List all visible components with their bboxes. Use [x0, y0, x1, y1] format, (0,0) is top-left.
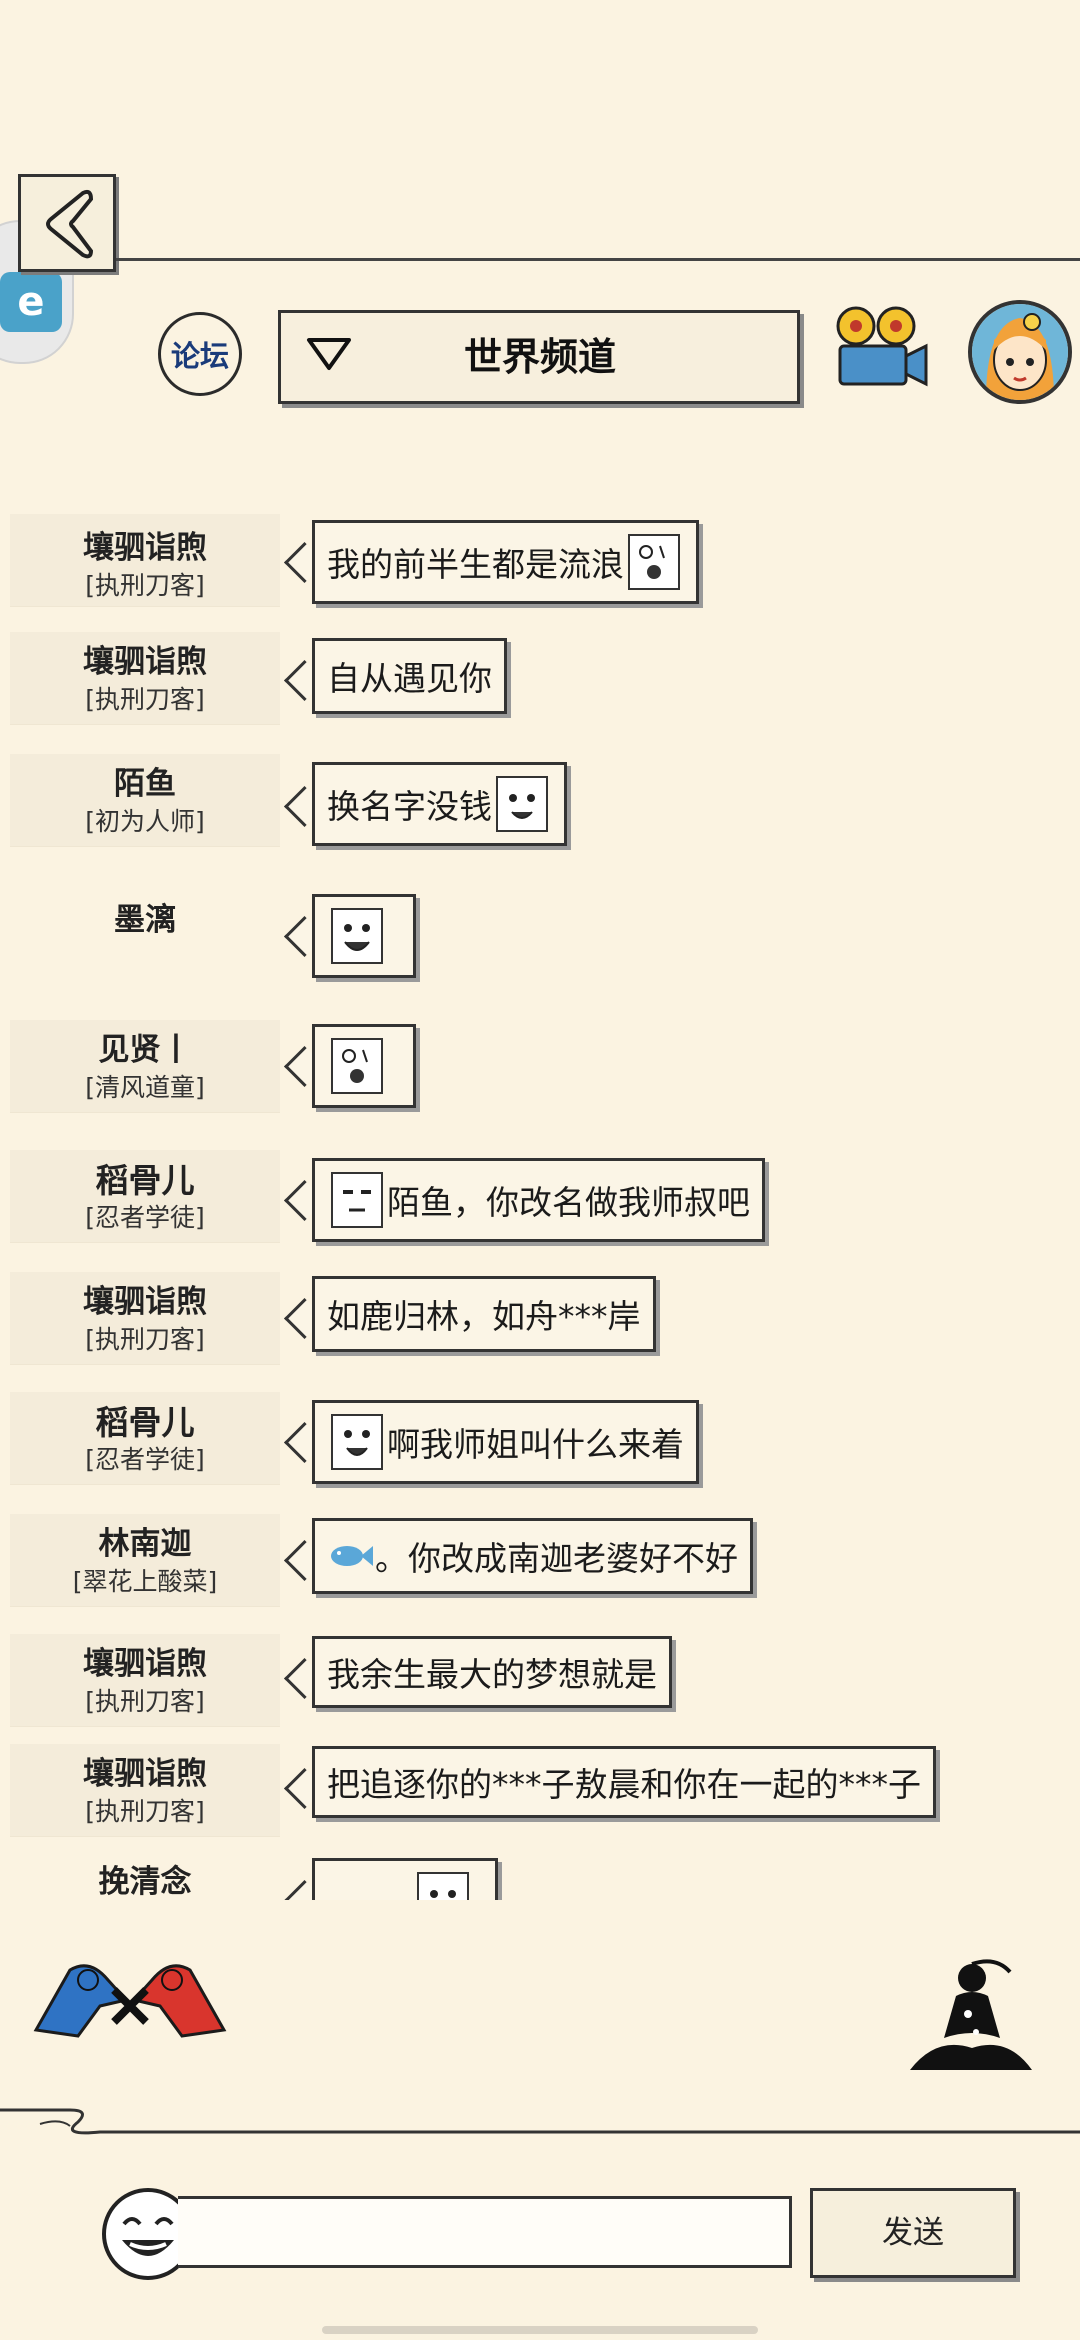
forum-label: 论坛: [170, 339, 229, 373]
message-text: 啊我师姐叫什么来着: [387, 1425, 684, 1464]
message-text: 自从遇见你: [327, 659, 492, 698]
emoji-sticker-icon: [496, 776, 548, 832]
chat-message-list[interactable]: 壤驷诣煦 [执刑刀客] 我的前半生都是流浪 壤驷诣煦 [执刑刀客] 自从遇见你 …: [0, 510, 1080, 1900]
emoji-sticker-icon: [331, 1414, 383, 1470]
message-bubble[interactable]: 自从遇见你: [312, 638, 507, 714]
sender-card[interactable]: 壤驷诣煦 [执刑刀客]: [10, 1272, 280, 1364]
sender-card[interactable]: 陌鱼 [初为人师]: [10, 754, 280, 846]
sender-name: 壤驷诣煦: [83, 1284, 207, 1320]
message-text: 如鹿归林，如舟***岸: [327, 1297, 641, 1336]
emoji-sticker-icon: [331, 1172, 383, 1228]
sender-name: 稻骨儿: [95, 1161, 195, 1200]
sender-name: 壤驷诣煦: [83, 1756, 207, 1792]
message-text: 我的前半生都是流浪: [327, 545, 624, 584]
emoji-sticker-icon: [331, 1038, 383, 1094]
sender-name: 壤驷诣煦: [83, 644, 207, 680]
forum-button[interactable]: 论坛: [158, 312, 242, 396]
emoji-sticker-icon: [331, 908, 383, 964]
message-bubble[interactable]: [312, 894, 416, 978]
message-bubble[interactable]: 。你改成南迦老婆好不好: [312, 1518, 753, 1594]
ninja-duel-logo-icon[interactable]: [30, 1950, 230, 2046]
message-text: 把追逐你的***子敖晨和你在一起的***子: [327, 1765, 921, 1804]
sender-name[interactable]: 挽清念: [98, 1864, 192, 1900]
message-bubble[interactable]: 如鹿归林，如舟***岸: [312, 1276, 656, 1352]
message-text: 我余生最大的梦想就是: [327, 1655, 657, 1694]
message-text: 陌鱼，你改名做我师叔吧: [387, 1183, 750, 1222]
sender-card[interactable]: 壤驷诣煦 [执刑刀客]: [10, 632, 280, 724]
message-text: 。你改成南迦老婆好不好: [375, 1539, 738, 1578]
sender-card[interactable]: 稻骨儿 [忍者学徒]: [10, 1392, 280, 1484]
message-bubble[interactable]: [312, 1858, 498, 1900]
sender-title: [执刑刀客]: [85, 1797, 205, 1826]
ink-divider: [0, 2108, 1080, 2135]
channel-selector[interactable]: [278, 310, 800, 404]
sender-title: [执刑刀客]: [85, 685, 205, 714]
triangle-down-icon: [307, 338, 351, 370]
message-bubble[interactable]: [312, 1024, 416, 1108]
message-bubble[interactable]: 我余生最大的梦想就是: [312, 1636, 672, 1708]
sender-card[interactable]: 壤驷诣煦 [执刑刀客]: [10, 514, 280, 606]
sender-title: [执刑刀客]: [85, 1325, 205, 1354]
meditating-figure-icon[interactable]: [906, 1958, 1036, 2082]
sender-title: [翠花上酸菜]: [72, 1567, 218, 1596]
sender-title: [初为人师]: [85, 807, 205, 836]
sender-card[interactable]: 林南迦 [翠花上酸菜]: [10, 1514, 280, 1606]
message-bubble[interactable]: 换名字没钱: [312, 762, 567, 846]
message-bubble[interactable]: 啊我师姐叫什么来着: [312, 1400, 699, 1484]
back-button[interactable]: [18, 174, 116, 272]
sender-card[interactable]: 壤驷诣煦 [执刑刀客]: [10, 1744, 280, 1836]
sender-title: [忍者学徒]: [85, 1203, 205, 1232]
sender-title: [清风道童]: [85, 1073, 205, 1102]
sender-name: 林南迦: [98, 1526, 192, 1562]
home-indicator[interactable]: [322, 2326, 758, 2334]
avatar[interactable]: [968, 300, 1072, 404]
message-bubble[interactable]: 陌鱼，你改名做我师叔吧: [312, 1158, 765, 1242]
top-divider: [116, 258, 1080, 261]
emoji-sticker-icon: [417, 1872, 469, 1900]
sender-name: 壤驷诣煦: [83, 530, 207, 566]
message-text: 换名字没钱: [327, 787, 492, 826]
sender-name: 稻骨儿: [95, 1403, 195, 1442]
floating-app-icon[interactable]: e: [0, 272, 62, 332]
fish-emoji-icon: [331, 1546, 373, 1566]
sender-name: 陌鱼: [114, 766, 176, 802]
emoji-sticker-icon: [628, 534, 680, 590]
chat-input[interactable]: [178, 2196, 792, 2268]
sender-name: 见贤丨: [98, 1032, 192, 1068]
sender-name: 壤驷诣煦: [83, 1646, 207, 1682]
sender-name[interactable]: 墨漓: [114, 902, 176, 938]
message-bubble[interactable]: 我的前半生都是流浪: [312, 520, 699, 604]
avatar-icon: [972, 304, 1068, 400]
sender-title: [忍者学徒]: [85, 1445, 205, 1474]
sender-card[interactable]: 壤驷诣煦 [执刑刀客]: [10, 1634, 280, 1726]
back-chevron-icon: [46, 189, 94, 259]
sender-card[interactable]: 稻骨儿 [忍者学徒]: [10, 1150, 280, 1242]
channel-title: 世界频道: [463, 335, 616, 379]
send-button[interactable]: 发送: [810, 2188, 1016, 2278]
smile-emoji-icon[interactable]: [100, 2186, 196, 2282]
sender-title: [执刑刀客]: [85, 571, 205, 600]
message-bubble[interactable]: 把追逐你的***子敖晨和你在一起的***子: [312, 1746, 936, 1818]
movie-camera-icon[interactable]: [828, 304, 932, 396]
sender-card[interactable]: 见贤丨 [清风道童]: [10, 1020, 280, 1112]
sender-title: [执刑刀客]: [85, 1687, 205, 1716]
